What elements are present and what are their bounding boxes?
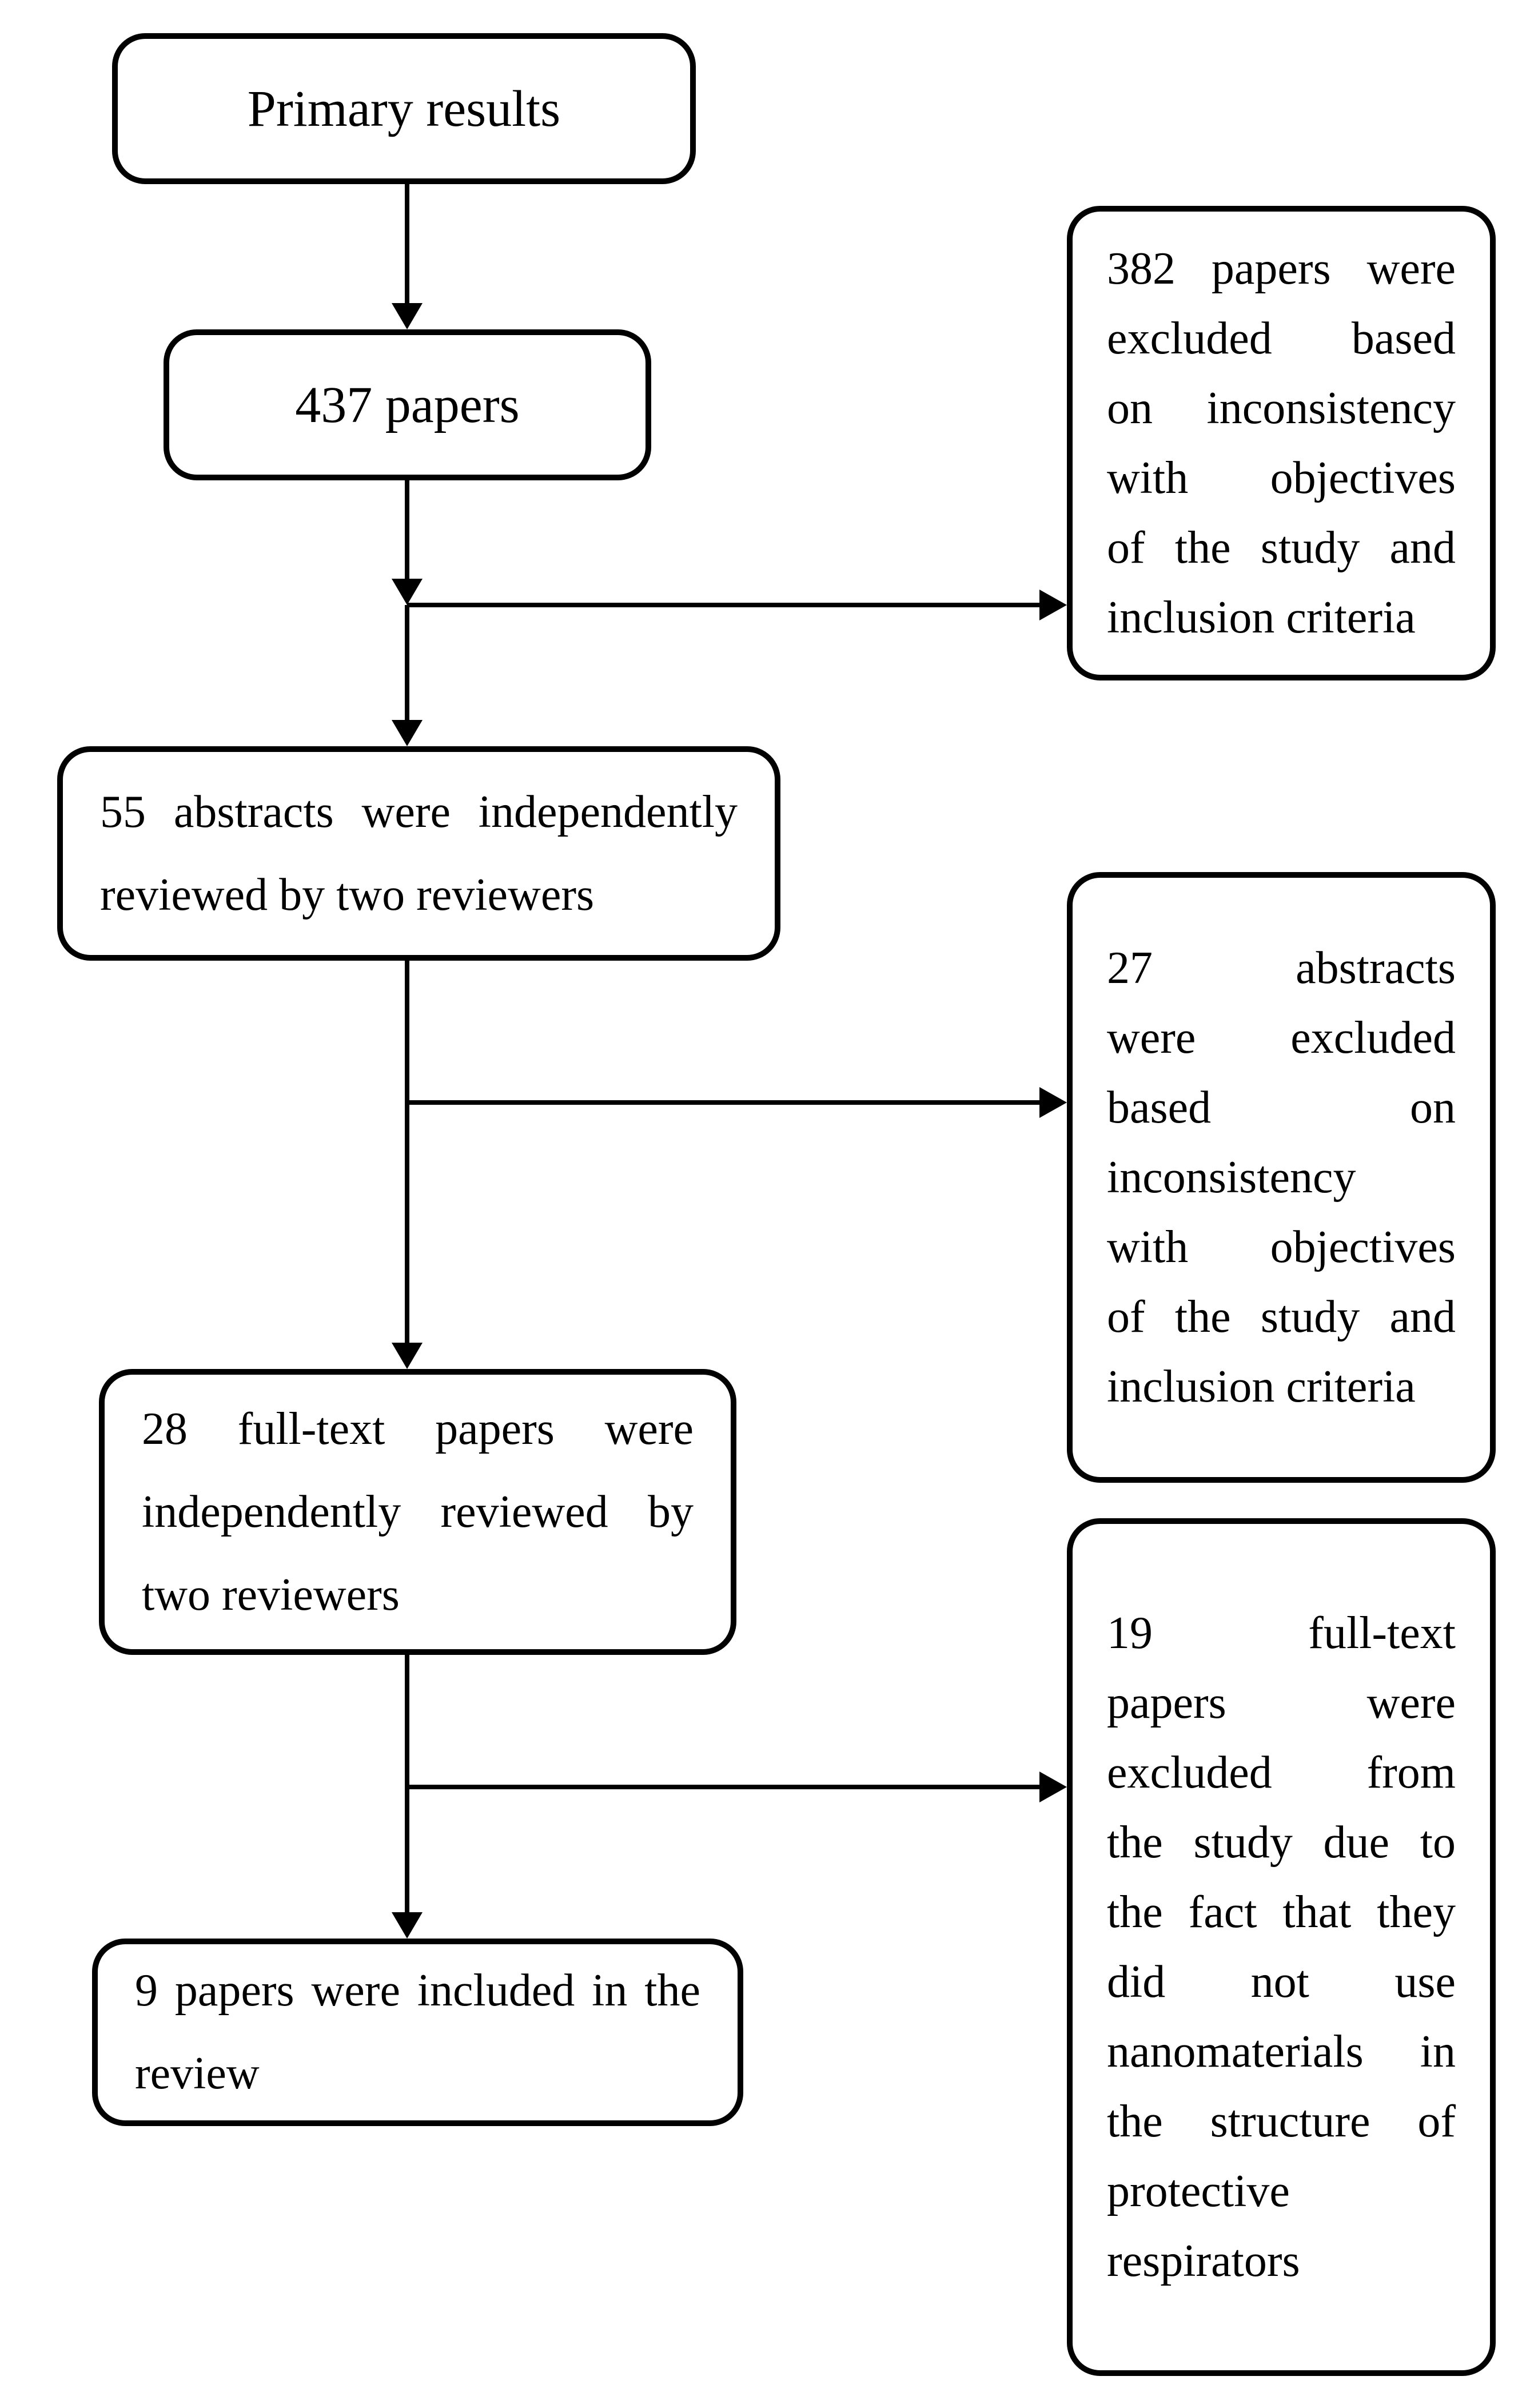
text-line: inclusion criteria (1107, 1362, 1416, 1412)
text-line: of the study and (1107, 1292, 1456, 1342)
text-line: with objectives (1107, 1222, 1456, 1272)
node-label: Primary results (247, 80, 561, 137)
connector-branch-19-line (407, 1785, 1042, 1789)
text-line: respirators (1107, 2236, 1300, 2286)
node-27-abstracts-excluded: 27 abstracts were excluded based on inconsi… (1067, 872, 1496, 1483)
text-line: papers were (1107, 1678, 1456, 1728)
connector-junction-to-55-line (405, 605, 409, 722)
connector-primary-to-437-line (405, 184, 409, 305)
text-line: two reviewers (142, 1569, 400, 1620)
connector-28-to-9-line (405, 1655, 409, 1913)
text-line: the fact that they (1107, 1887, 1456, 1937)
connector-branch-382-line (407, 603, 1042, 607)
node-9-papers-included: 9 papers were included in the review (92, 1939, 743, 2126)
text-line: with objectives (1107, 453, 1456, 503)
connector-437-to-junction-line (405, 480, 409, 581)
text-line: did not use (1107, 1957, 1456, 2007)
text-line: inclusion criteria (1107, 592, 1416, 643)
text-line: nanomaterials in (1107, 2027, 1456, 2077)
arrow-down-icon (392, 720, 423, 746)
text-line: reviewed by two reviewers (100, 869, 595, 920)
arrow-down-icon (392, 579, 423, 605)
text-line: based on (1107, 1082, 1456, 1133)
text-line: independently reviewed by (142, 1486, 694, 1537)
text-line: 19 full-text (1107, 1608, 1456, 1658)
text-line: inconsistency (1107, 1152, 1356, 1203)
connector-branch-27-line (407, 1100, 1042, 1105)
node-437-papers: 437 papers (164, 329, 651, 480)
arrow-right-icon (1039, 590, 1067, 620)
arrow-down-icon (392, 1912, 423, 1939)
node-55-abstracts-reviewed: 55 abstracts were independently reviewed … (57, 746, 780, 961)
arrow-down-icon (392, 1343, 423, 1369)
text-line: 28 full-text papers were (142, 1403, 694, 1454)
connector-55-to-28-line (405, 961, 409, 1344)
text-line: on inconsistency (1107, 383, 1456, 433)
node-382-papers-excluded: 382 papers were excluded based on inconsis… (1067, 206, 1496, 680)
arrow-down-icon (392, 303, 423, 329)
text-line: 55 abstracts were independently (100, 786, 738, 837)
text-line: excluded from (1107, 1748, 1456, 1798)
text-line: were excluded (1107, 1013, 1456, 1063)
text-line: 9 papers were included in the (135, 1965, 700, 2016)
text-line: 27 abstracts (1107, 943, 1456, 993)
node-primary-results: Primary results (112, 33, 696, 184)
text-line: review (135, 2048, 260, 2099)
node-19-fulltext-excluded: 19 full-text papers were excluded from the … (1067, 1518, 1496, 2376)
text-line: the study due to (1107, 1817, 1456, 1868)
text-line: protective (1107, 2166, 1290, 2216)
arrow-right-icon (1039, 1087, 1067, 1118)
node-label: 437 papers (295, 376, 520, 433)
text-line: excluded based (1107, 313, 1456, 364)
text-line: the structure of (1107, 2096, 1456, 2147)
node-28-fulltext-reviewed: 28 full-text papers were independently re… (99, 1369, 736, 1655)
arrow-right-icon (1039, 1772, 1067, 1802)
text-line: 382 papers were (1107, 244, 1456, 294)
text-line: of the study and (1107, 523, 1456, 573)
